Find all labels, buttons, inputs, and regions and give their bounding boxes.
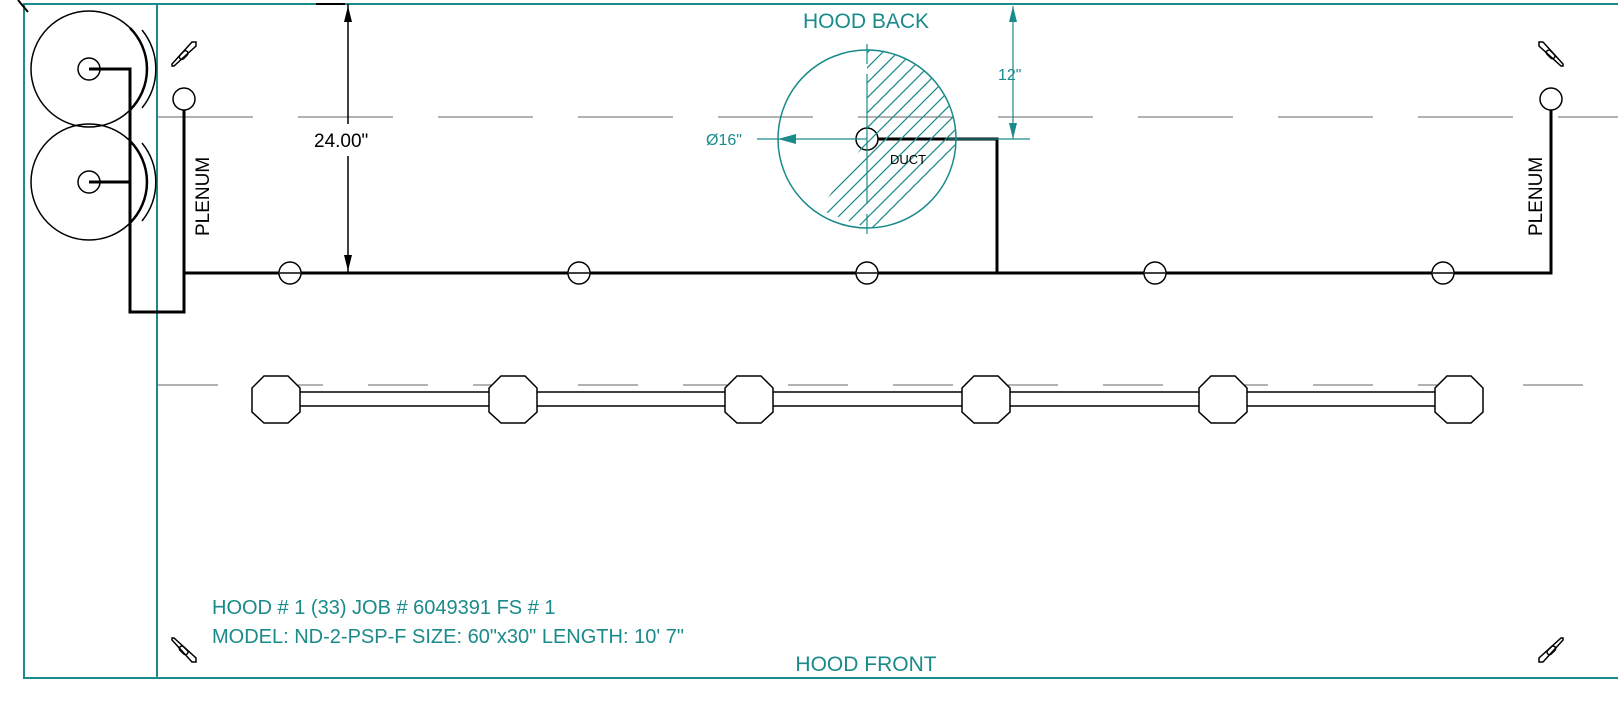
dim-24 (344, 4, 352, 273)
drawing-frame (23, 3, 1618, 679)
duct-label: DUCT (890, 152, 926, 167)
plenum-left-label: PLENUM (193, 157, 214, 236)
dim-24-label: 24.00" (314, 131, 368, 152)
corner-mark (17, 0, 29, 13)
info-line-1: HOOD # 1 (33) JOB # 6049391 FS # 1 (212, 597, 556, 619)
fan-wheels (30, 10, 157, 241)
info-line-2: MODEL: ND-2-PSP-F SIZE: 60"x30" LENGTH: … (212, 626, 684, 648)
pipe-left-loop (89, 67, 186, 314)
hood-back-label: HOOD BACK (803, 10, 929, 33)
dim-12 (1009, 6, 1017, 139)
corner-bolt-symbols (171, 41, 1564, 663)
dim-diameter-label: Ø16" (706, 132, 742, 149)
hood-front-label: HOOD FRONT (795, 653, 936, 676)
filter-bar (298, 391, 1440, 407)
octagon-fittings (251, 375, 1484, 424)
dim-12-label: 12" (998, 67, 1021, 84)
dim-diameter (757, 134, 867, 144)
plenum-right-label: PLENUM (1526, 157, 1547, 236)
